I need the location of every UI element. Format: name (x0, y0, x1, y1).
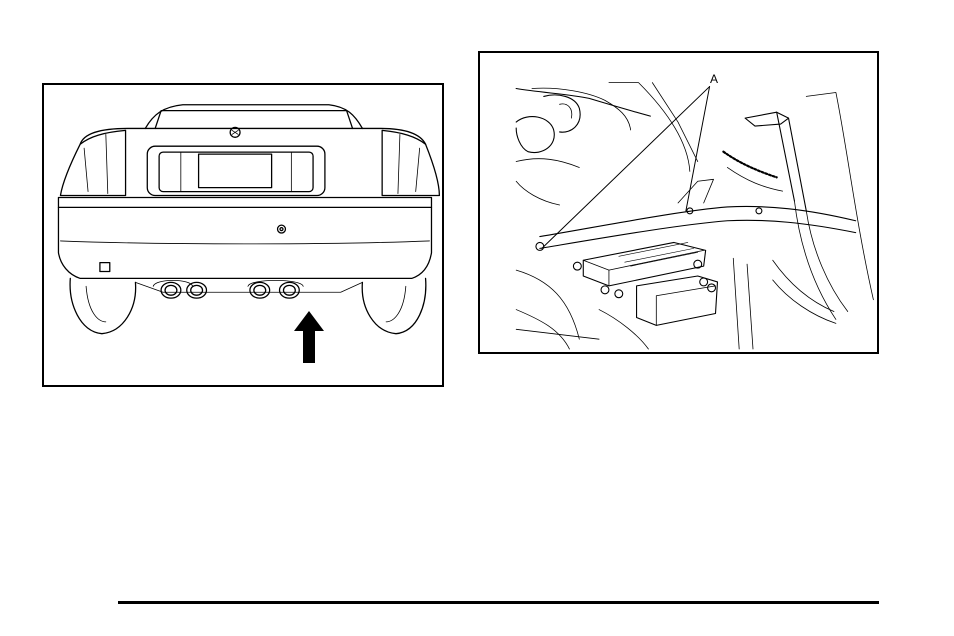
rear-view-figure (42, 83, 444, 387)
car-rear-illustration (44, 85, 442, 385)
underbody-figure: A (478, 51, 879, 354)
underbody-module-illustration (480, 53, 877, 352)
callout-label-a: A (710, 73, 718, 85)
footer-rule (118, 601, 879, 604)
arrow-up-icon (294, 311, 324, 363)
